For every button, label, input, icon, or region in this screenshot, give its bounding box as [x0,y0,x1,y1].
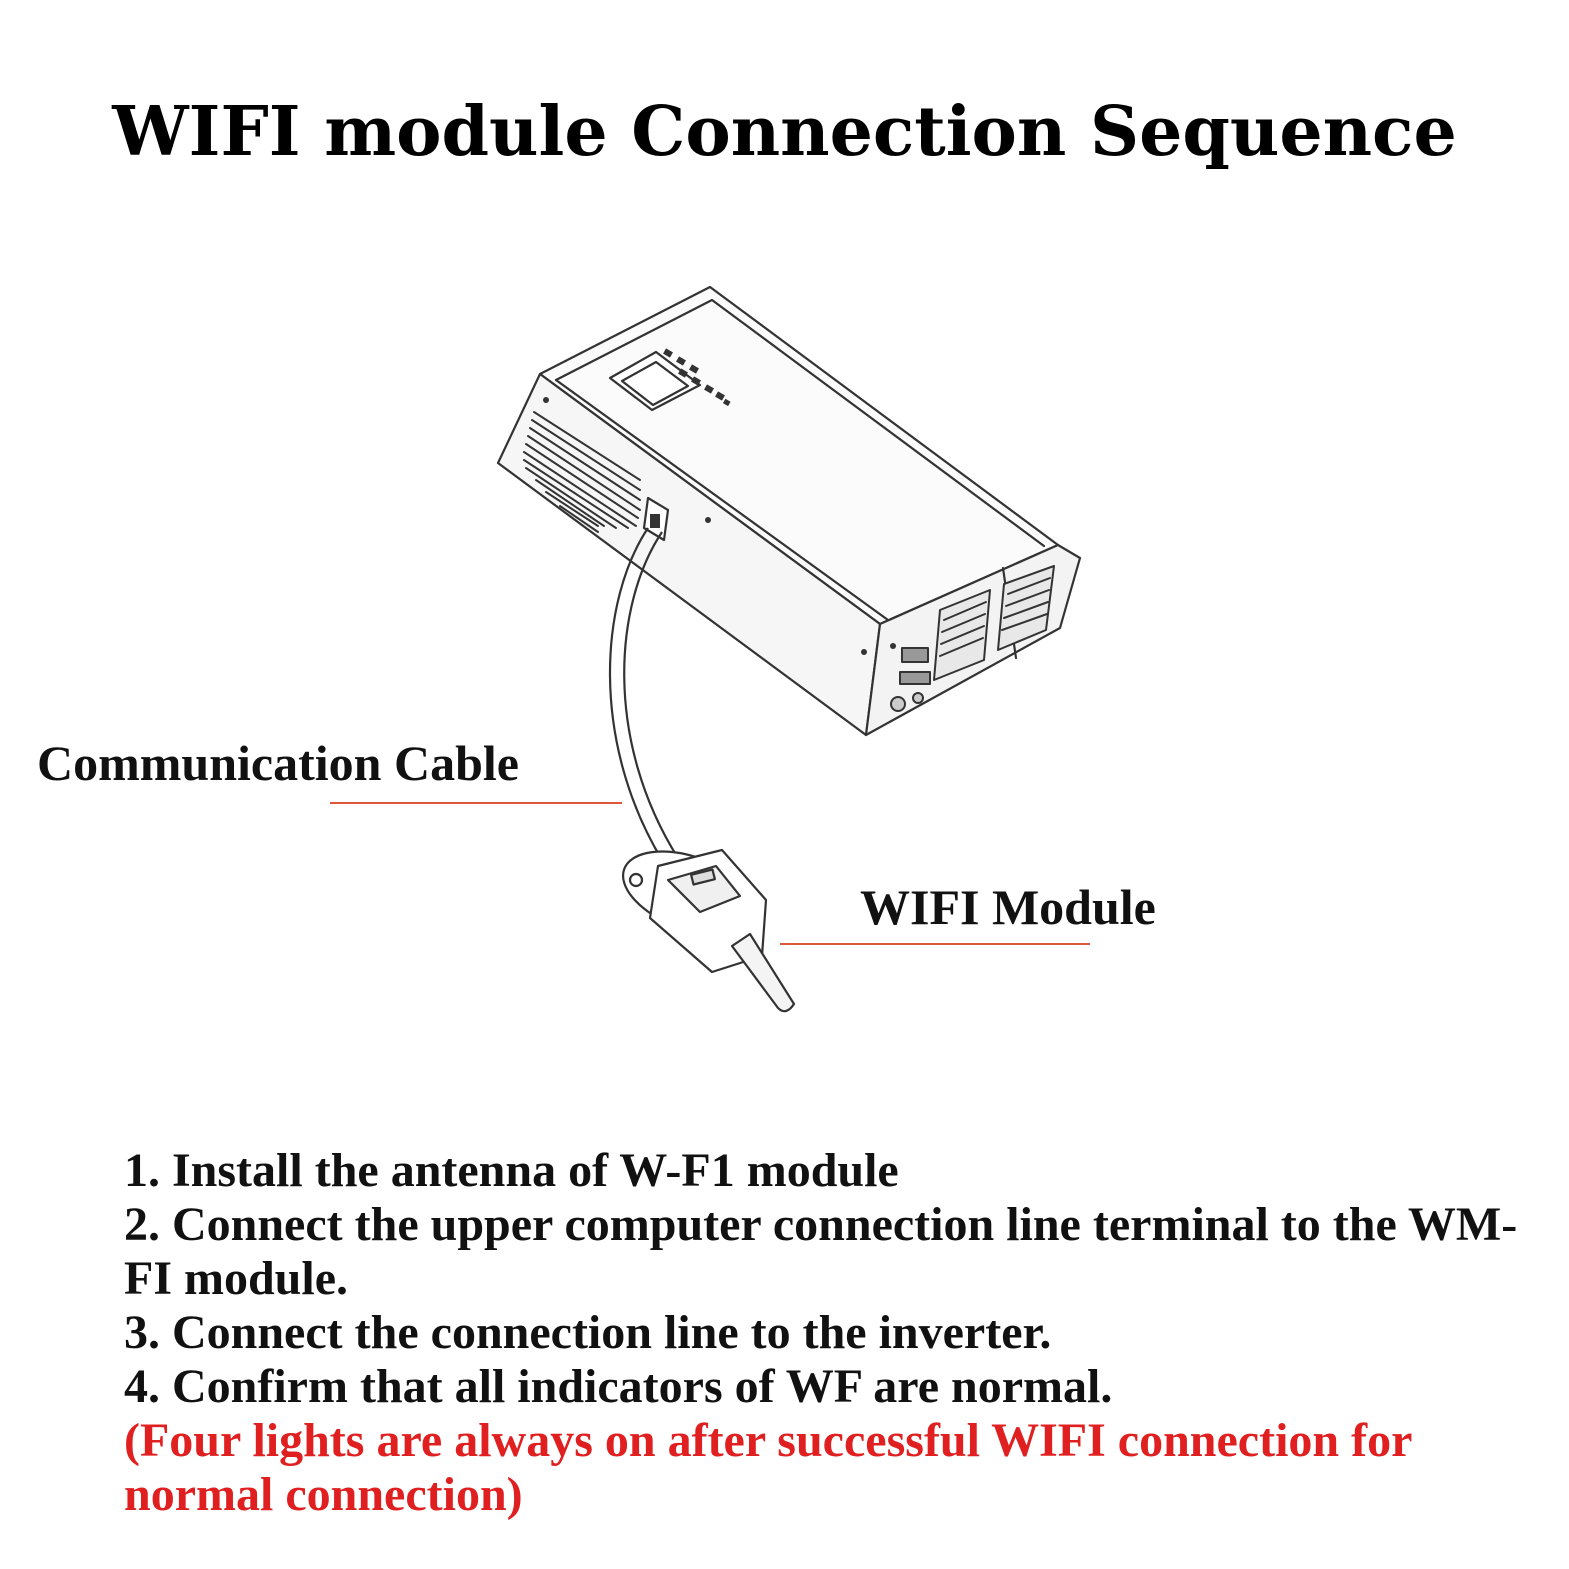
lcd-display-screen [620,360,690,407]
end-terminals [890,565,1055,712]
instruction-steps: 1. Install the antenna of W-F1 module 2.… [124,1144,1544,1522]
communication-cable [608,527,679,861]
wifi-antenna [730,932,796,1013]
control-buttons [663,348,731,407]
screw [705,517,711,523]
screw [543,397,549,403]
inverter-wifi-diagram [330,285,1090,1013]
lcd-display-frame [608,350,702,412]
communication-cable-label: Communication Cable [37,735,519,791]
success-note: (Four lights are always on after success… [124,1414,1412,1521]
page-title: WIFI module Connection Sequence [112,92,1457,172]
side-vents [523,411,641,533]
screw [861,649,867,655]
wifi-module [621,848,796,1013]
step-4: 4. Confirm that all indicators of WF are… [124,1360,1113,1413]
inverter-illustration [496,285,1082,737]
screw [890,643,896,649]
wifi-module-label: WIFI Module [860,879,1156,935]
step-3: 3. Connect the connection line to the in… [124,1306,1052,1359]
step-1: 1. Install the antenna of W-F1 module [124,1144,899,1197]
step-2: 2. Connect the upper computer connection… [124,1198,1518,1305]
